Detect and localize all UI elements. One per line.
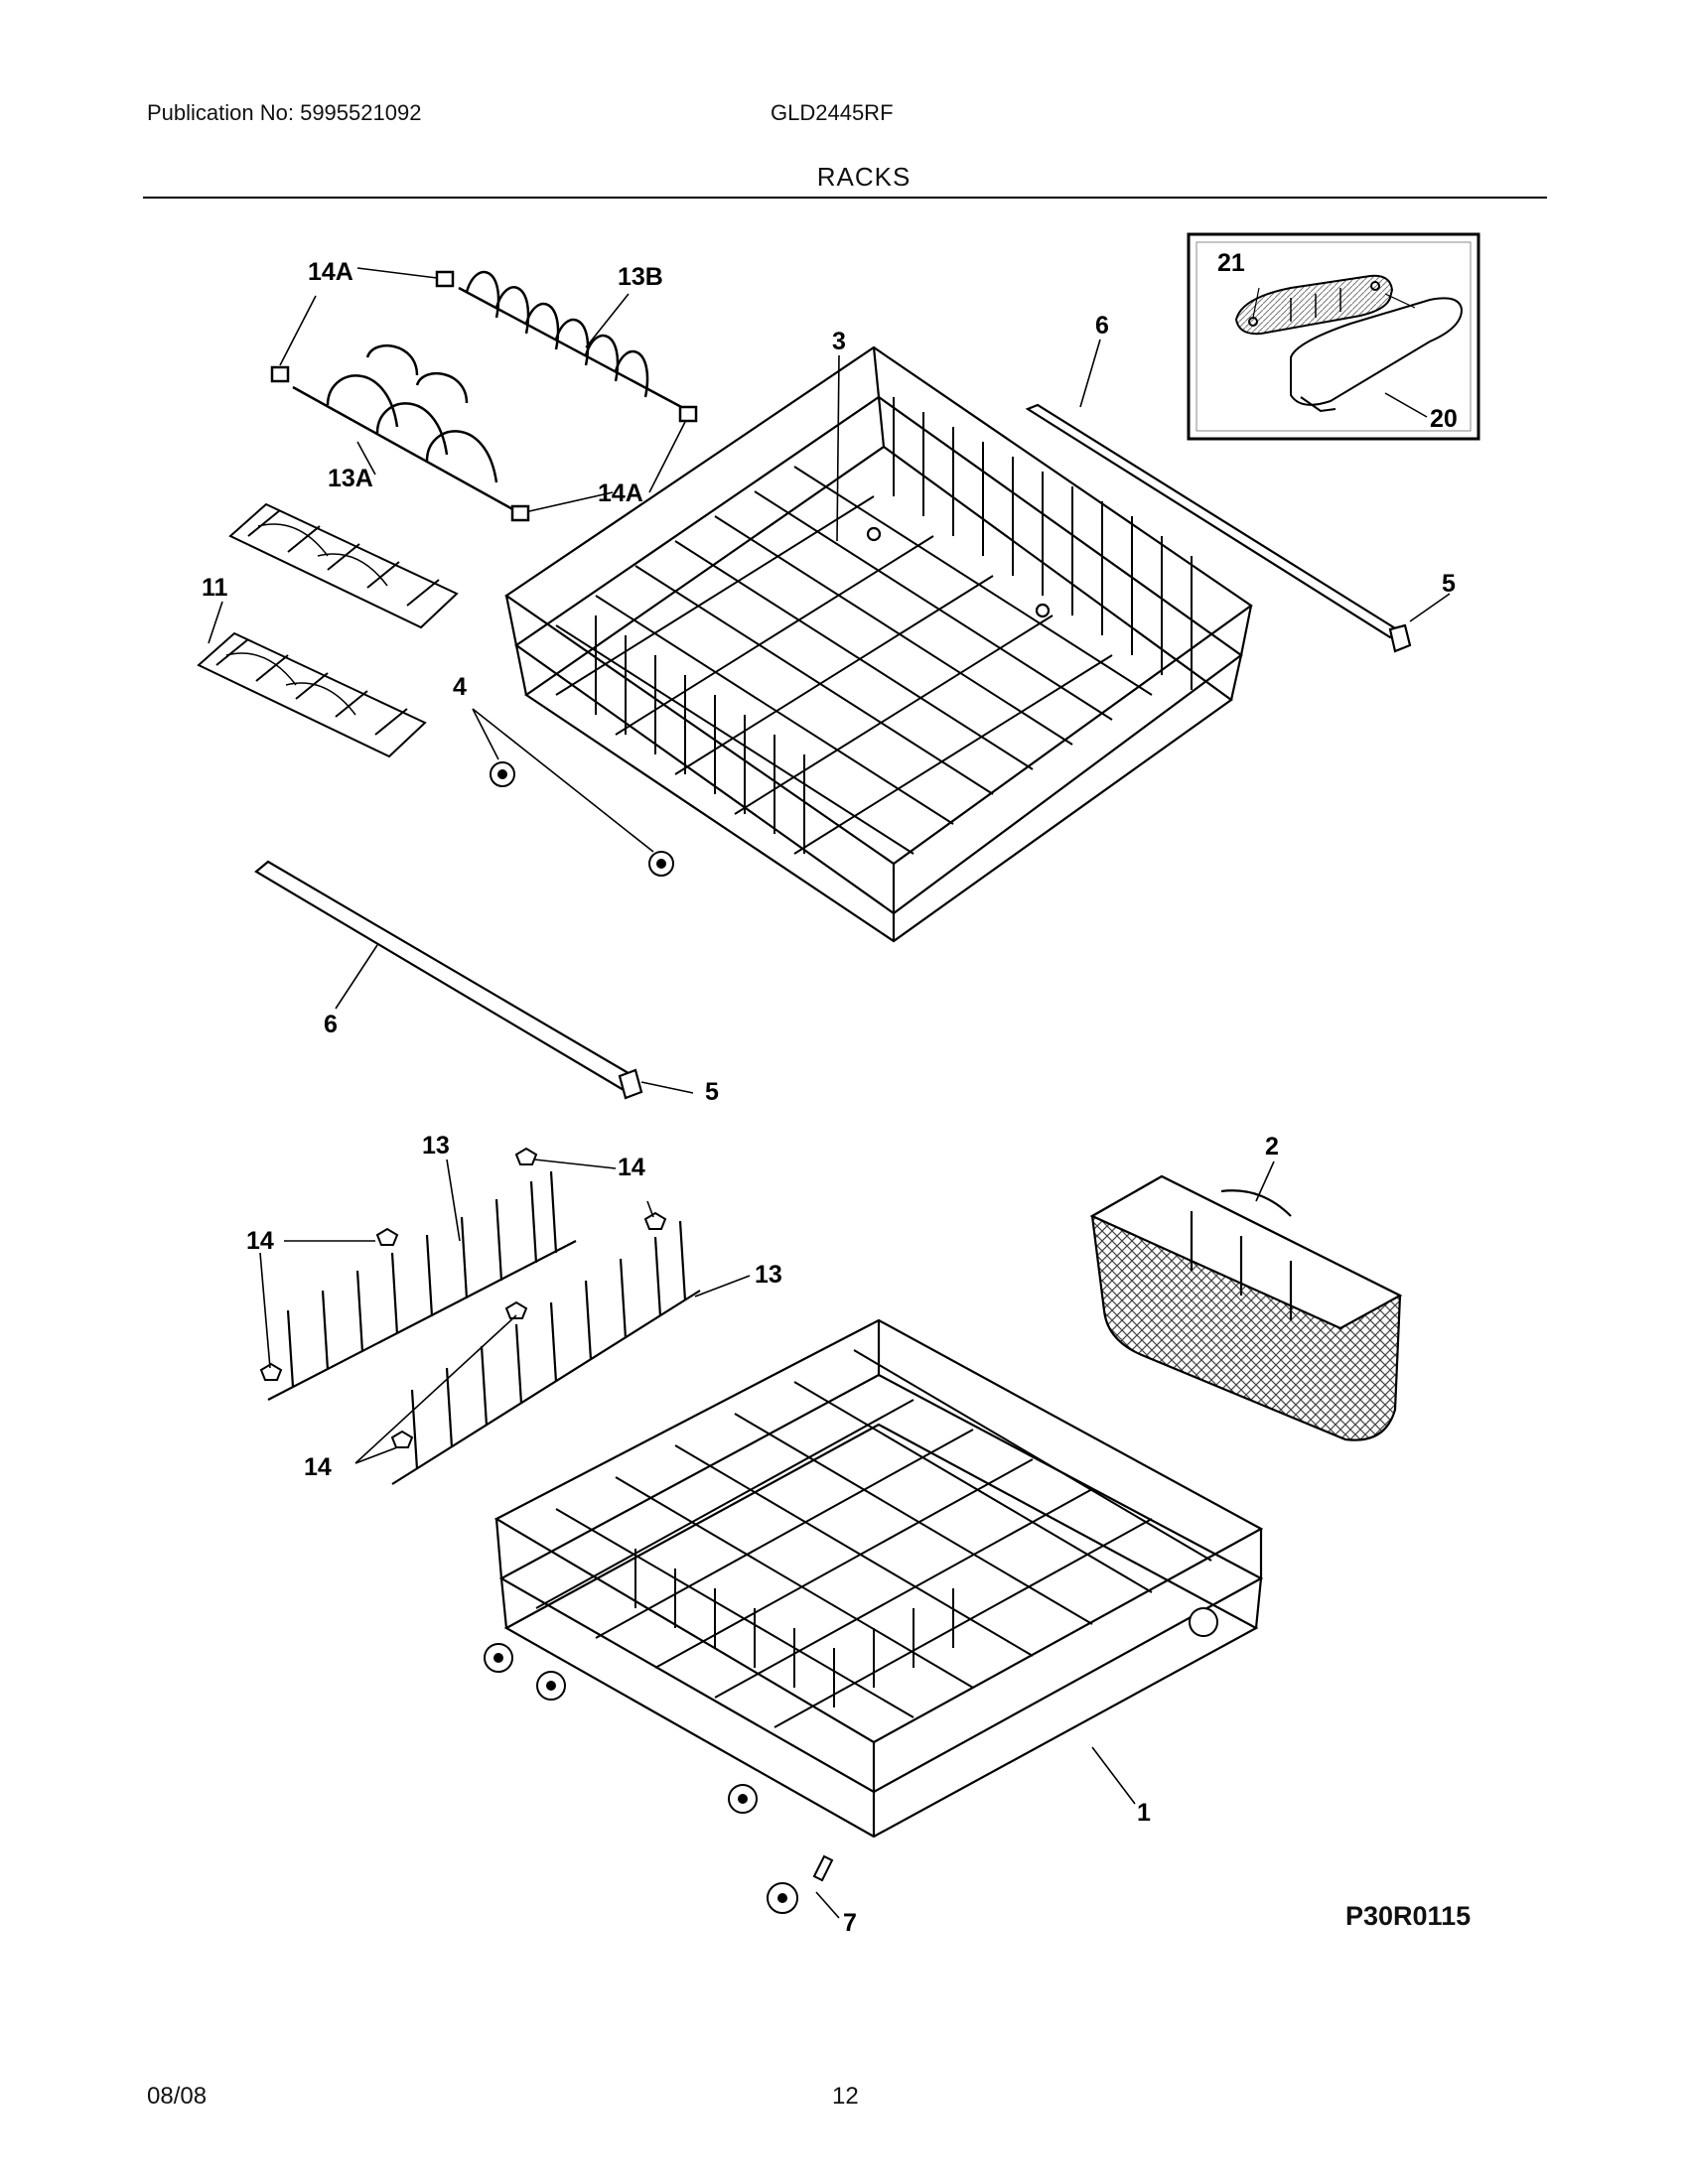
callout-14-right: 14 <box>618 1154 645 1181</box>
leader-lines <box>208 267 1451 1919</box>
rack-roller-4 <box>490 761 674 877</box>
callout-14a-bottom: 14A <box>598 479 643 507</box>
model-number: GLD2445RF <box>771 100 894 125</box>
shelf-insert-11-bottom <box>197 631 427 758</box>
callout-14-left: 14 <box>246 1227 274 1255</box>
callout-11: 11 <box>202 574 228 602</box>
rack-rail-top <box>1025 403 1412 653</box>
rack-rail-bottom <box>254 860 643 1100</box>
callout-2: 2 <box>1265 1133 1279 1160</box>
cup-shelf-13a <box>270 343 530 522</box>
lower-rack-wheels <box>484 1607 1218 1914</box>
part-20-bracket <box>1290 297 1464 413</box>
header-rule <box>143 197 1547 199</box>
callout-6-bottom: 6 <box>324 1011 338 1038</box>
footer-date: 08/08 <box>147 2083 208 2110</box>
callout-1: 1 <box>1137 1799 1151 1827</box>
callout-4: 4 <box>453 673 467 701</box>
callout-13a: 13A <box>328 465 373 492</box>
callout-3: 3 <box>832 328 846 355</box>
publication-number: Publication No: 5995521092 <box>147 100 422 125</box>
callout-13-top: 13 <box>422 1132 450 1160</box>
inset-box <box>1187 232 1480 441</box>
callout-14a-top: 14A <box>308 258 353 286</box>
callout-7: 7 <box>843 1909 857 1937</box>
callout-13-right: 13 <box>755 1261 782 1289</box>
silverware-basket <box>1089 1174 1403 1441</box>
cup-shelf-13b <box>435 270 698 423</box>
tine-row-13-bottom <box>391 1220 701 1485</box>
shelf-insert-11-top <box>228 502 459 629</box>
lower-rack <box>493 1318 1264 1839</box>
callout-13b: 13B <box>618 263 663 291</box>
tine-row-13-top <box>267 1170 577 1401</box>
callout-20: 20 <box>1430 405 1458 433</box>
tine-clips-14 <box>259 1147 667 1448</box>
section-title: RACKS <box>816 162 912 192</box>
callout-5-top: 5 <box>1442 570 1456 598</box>
upper-rack <box>504 345 1253 943</box>
callout-14-bottom: 14 <box>304 1453 332 1481</box>
callout-21: 21 <box>1217 249 1245 277</box>
page-number: 12 <box>832 2083 859 2110</box>
callout-6-top: 6 <box>1095 312 1109 340</box>
part-21-bracket <box>1234 274 1394 336</box>
drawing-id: P30R0115 <box>1345 1901 1472 1931</box>
callout-5-bottom: 5 <box>705 1078 719 1106</box>
